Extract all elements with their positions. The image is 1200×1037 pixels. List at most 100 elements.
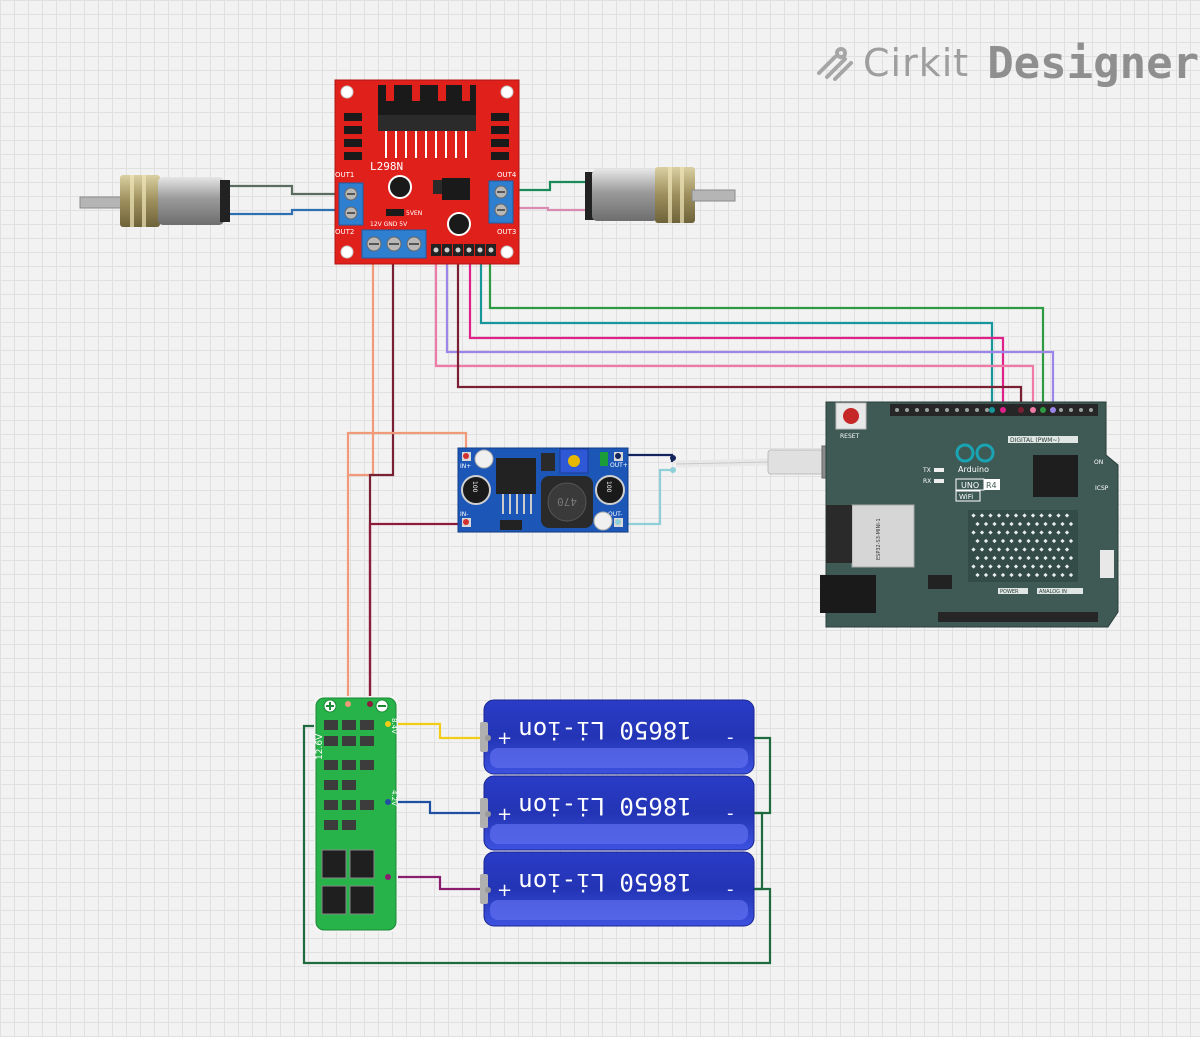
brand-designer-text: Designer — [987, 37, 1200, 89]
led — [988, 547, 993, 552]
led — [1060, 572, 1065, 578]
l298n-out1-label: OUT1 — [335, 171, 354, 179]
wire-motor-left-b[interactable] — [228, 208, 340, 216]
led — [1068, 538, 1074, 544]
led — [1047, 547, 1053, 552]
l298n-out4-label: OUT4 — [497, 171, 517, 179]
battery-cell[interactable]: +-18650 Li-ion — [480, 851, 755, 927]
led — [1039, 564, 1044, 569]
led — [1030, 547, 1036, 552]
motor-right[interactable] — [585, 167, 736, 223]
arduino-led-matrix — [968, 510, 1078, 582]
svg-text:470: 470 — [557, 495, 577, 508]
motor-left-body — [158, 177, 224, 225]
buck-cap-left — [461, 475, 491, 505]
led — [996, 564, 1002, 569]
wire-ctrl-green[interactable] — [488, 258, 1045, 410]
wire-motor-right-a[interactable] — [513, 180, 590, 192]
svg-text:TX: TX — [922, 467, 931, 474]
arduino-usb-port[interactable] — [826, 505, 852, 563]
wire-ctrl-pink[interactable] — [434, 258, 1035, 410]
l298n-driver[interactable]: L298N OUT1 OUT2 OUT4 OUT3 12V GND 5V 5VE… — [334, 79, 520, 265]
wire-buck-inplus[interactable] — [346, 431, 468, 475]
led — [996, 513, 1002, 518]
led — [996, 530, 1002, 535]
led — [1039, 530, 1044, 535]
led — [1022, 564, 1027, 569]
bms-b2-label: 4.2V — [390, 790, 398, 806]
led — [1030, 513, 1036, 518]
led — [988, 530, 993, 535]
arduino-reset-label: RESET — [840, 433, 860, 440]
motor-left-endcap — [220, 180, 230, 222]
led — [1022, 513, 1027, 518]
motor-left[interactable] — [79, 175, 230, 227]
bms-3s-board[interactable]: 12.6V 8.4V 4.2V — [314, 696, 398, 932]
led — [1030, 530, 1036, 535]
wire-ctrl-magenta[interactable] — [468, 258, 1005, 410]
led — [1000, 572, 1006, 578]
wire-bms-b3[interactable] — [388, 875, 488, 891]
arduino-uno-r4-wifi[interactable]: RESET DIGITAL (PWM~) Arduino UNO R4 WiFi… — [820, 401, 1119, 628]
brand-cirkit-text: Cirkit — [863, 41, 970, 85]
led — [1005, 530, 1010, 535]
battery-minus-label: - — [727, 803, 734, 824]
led — [992, 521, 997, 527]
svg-text:RX: RX — [923, 478, 931, 485]
led — [1064, 513, 1070, 518]
motor-left-shaft — [79, 196, 125, 209]
led — [983, 572, 989, 578]
wire-ctrl-purple[interactable] — [445, 258, 1055, 410]
led — [1068, 572, 1074, 578]
svg-text:POWER: POWER — [1000, 589, 1019, 595]
buck-ic — [496, 458, 536, 494]
led — [1051, 555, 1057, 561]
led — [1034, 555, 1040, 561]
led — [1026, 572, 1031, 578]
led — [1013, 530, 1019, 535]
led — [1051, 538, 1057, 544]
l298n-5ven-label: 5VEN — [406, 210, 422, 217]
wire-bms-b2[interactable] — [388, 800, 488, 815]
battery-cell-label: 18650 Li-ion — [518, 792, 691, 820]
usb-cable[interactable] — [670, 445, 849, 479]
l298n-out3-label: OUT3 — [497, 228, 516, 236]
arduino-barrel-jack[interactable] — [820, 575, 876, 613]
wire-buck-inminus[interactable] — [368, 522, 464, 704]
wire-12v-salmon[interactable] — [346, 258, 375, 704]
led — [979, 564, 985, 569]
led — [983, 521, 989, 527]
motor-right-shaft — [691, 189, 736, 202]
buck-in-minus-label: IN- — [460, 511, 468, 518]
l298n-out2-label: OUT2 — [335, 228, 354, 236]
bms-label: 12.6V — [315, 733, 325, 760]
arduino-rev-label: R4 — [986, 481, 997, 490]
led — [1060, 538, 1065, 544]
led — [1060, 555, 1065, 561]
wire-bms-b1[interactable] — [388, 722, 488, 740]
l298n-heatsink — [378, 85, 476, 115]
wire-series-1[interactable] — [752, 736, 772, 815]
buck-converter[interactable]: IN+ IN- OUT+ OUT- 100 100 470 — [457, 447, 629, 533]
arduino-power-header[interactable] — [938, 612, 1098, 622]
wire-buck-outminus[interactable] — [620, 468, 672, 526]
battery-plus-label: + — [497, 728, 512, 749]
battery-cell[interactable]: +-18650 Li-ion — [480, 775, 755, 851]
buck-out-minus-label: OUT- — [608, 511, 622, 518]
battery-cell[interactable]: +-18650 Li-ion — [480, 699, 755, 775]
wire-motor-right-b[interactable] — [513, 206, 590, 212]
svg-text:100: 100 — [605, 481, 612, 493]
cirkit-designer-logo: Cirkit Designer — [815, 37, 1200, 89]
led — [1005, 513, 1010, 518]
wire-return[interactable] — [302, 724, 772, 965]
led — [1039, 513, 1044, 518]
led — [1056, 547, 1061, 552]
led — [1026, 521, 1031, 527]
wire-ctrl-maroon[interactable] — [456, 258, 1023, 410]
motor-right-gearbox — [655, 167, 695, 223]
led — [1013, 513, 1019, 518]
wire-motor-left-a[interactable] — [228, 184, 340, 196]
led — [1043, 572, 1048, 578]
led — [992, 555, 997, 561]
